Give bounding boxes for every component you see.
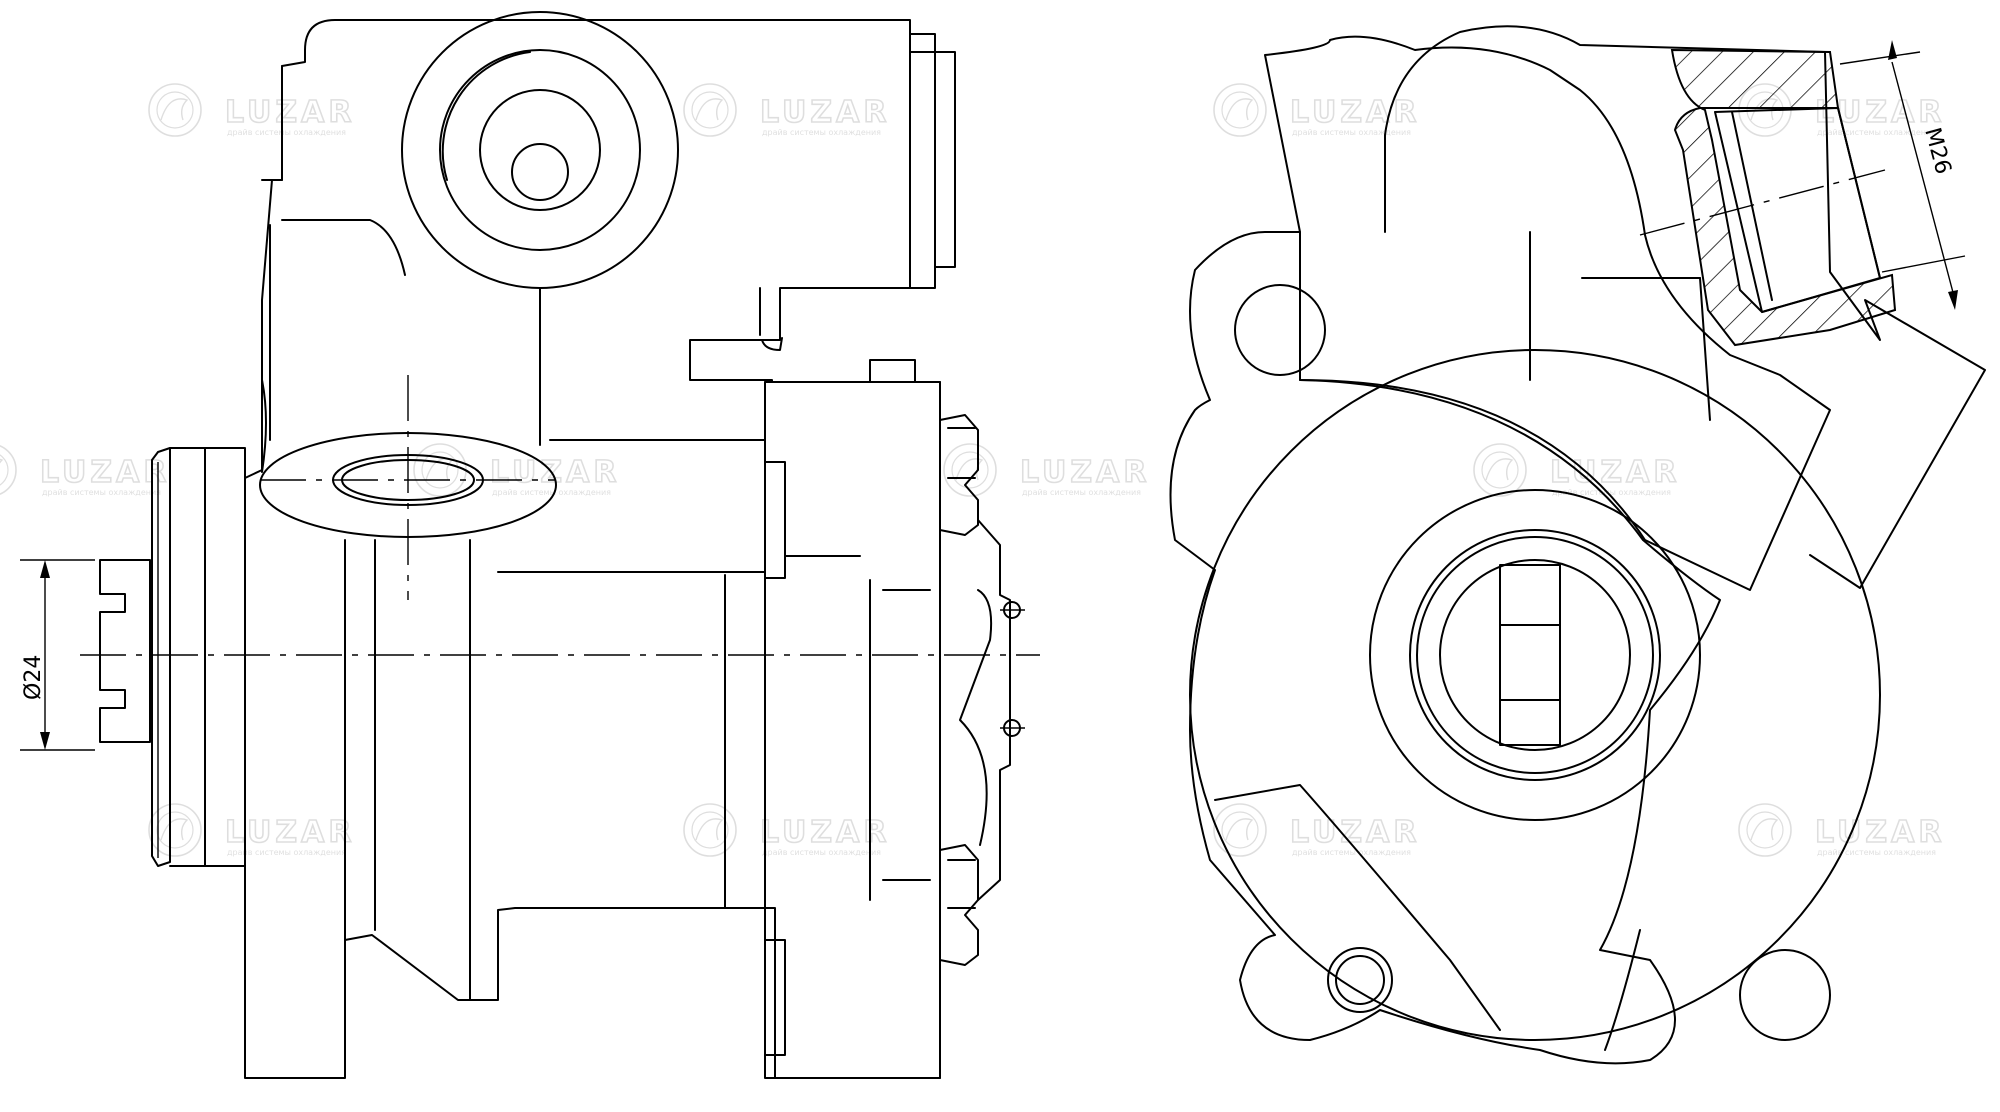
shaft-diameter-dimension: Ø24 bbox=[20, 559, 95, 751]
svg-text:LUZAR: LUZAR bbox=[225, 815, 355, 850]
svg-text:драйв системы охлаждения: драйв системы охлаждения bbox=[1817, 128, 1936, 137]
watermark-logo: LUZAR драйв системы охлаждения bbox=[1213, 83, 1420, 137]
shaft-diameter-label: Ø24 bbox=[21, 655, 46, 700]
svg-text:LUZAR: LUZAR bbox=[760, 95, 890, 130]
watermark-logo: LUZAR драйв системы охлаждения bbox=[0, 443, 170, 497]
svg-text:драйв системы охлаждения: драйв системы охлаждения bbox=[1817, 848, 1936, 857]
svg-text:драйв системы охлаждения: драйв системы охлаждения bbox=[1292, 128, 1411, 137]
svg-text:LUZAR: LUZAR bbox=[225, 95, 355, 130]
port-thread-dimension: M26 bbox=[1839, 40, 1966, 310]
svg-text:LUZAR: LUZAR bbox=[1815, 95, 1945, 130]
svg-text:LUZAR: LUZAR bbox=[1290, 815, 1420, 850]
svg-text:LUZAR: LUZAR bbox=[1290, 95, 1420, 130]
front-view: M26 bbox=[1169, 25, 1986, 1065]
svg-text:драйв системы охлаждения: драйв системы охлаждения bbox=[762, 848, 881, 857]
watermark-layer: LUZAR драйв системы охлаждения LUZAR дра… bbox=[0, 83, 1945, 857]
svg-text:драйв системы охлаждения: драйв системы охлаждения bbox=[1022, 488, 1141, 497]
watermark-logo: LUZAR драйв системы охлаждения bbox=[148, 83, 355, 137]
svg-text:LUZAR: LUZAR bbox=[490, 455, 620, 490]
svg-text:драйв системы охлаждения: драйв системы охлаждения bbox=[492, 488, 611, 497]
svg-text:драйв системы охлаждения: драйв системы охлаждения bbox=[1292, 848, 1411, 857]
svg-text:драйв системы охлаждения: драйв системы охлаждения bbox=[42, 488, 161, 497]
watermark-logo: LUZAR драйв системы охлаждения bbox=[1473, 443, 1680, 497]
watermark-logo: LUZAR драйв системы охлаждения bbox=[683, 803, 890, 857]
svg-text:драйв системы охлаждения: драйв системы охлаждения bbox=[227, 128, 346, 137]
svg-text:драйв системы охлаждения: драйв системы охлаждения bbox=[1552, 488, 1671, 497]
svg-text:LUZAR: LUZAR bbox=[760, 815, 890, 850]
watermark-logo: LUZAR драйв системы охлаждения bbox=[683, 83, 890, 137]
watermark-logo: LUZAR драйв системы охлаждения bbox=[1738, 83, 1945, 137]
watermark-logo: LUZAR драйв системы охлаждения bbox=[1213, 803, 1420, 857]
watermark-logo: LUZAR драйв системы охлаждения bbox=[1738, 803, 1945, 857]
watermark-logo: LUZAR драйв системы охлаждения bbox=[943, 443, 1150, 497]
svg-text:LUZAR: LUZAR bbox=[1550, 455, 1680, 490]
side-view bbox=[80, 11, 1040, 1079]
watermark-logo: LUZAR драйв системы охлаждения bbox=[148, 803, 355, 857]
svg-text:LUZAR: LUZAR bbox=[1815, 815, 1945, 850]
watermark-logo: LUZAR драйв системы охлаждения bbox=[413, 443, 620, 497]
svg-text:драйв системы охлаждения: драйв системы охлаждения bbox=[227, 848, 346, 857]
svg-text:LUZAR: LUZAR bbox=[1020, 455, 1150, 490]
svg-text:драйв системы охлаждения: драйв системы охлаждения bbox=[762, 128, 881, 137]
svg-text:LUZAR: LUZAR bbox=[40, 455, 170, 490]
